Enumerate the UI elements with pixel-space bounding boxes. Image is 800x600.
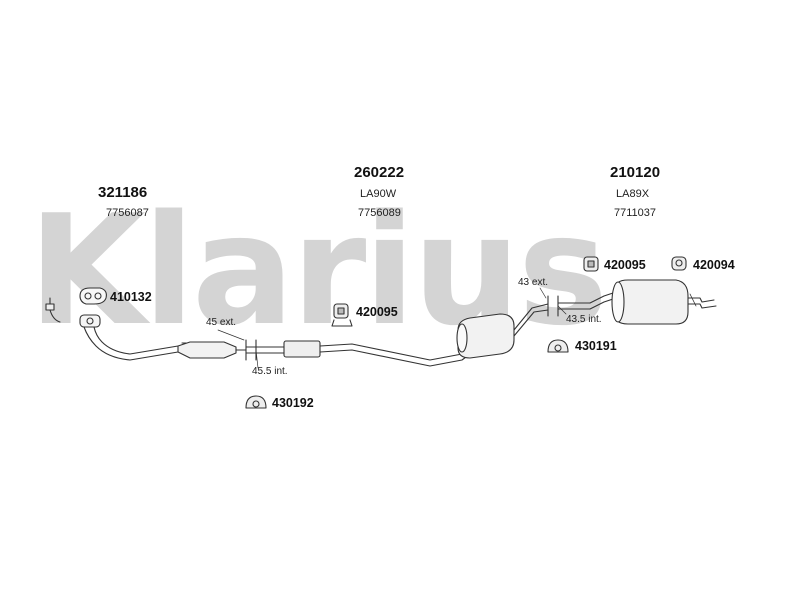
label-430192: 430192 (272, 396, 314, 410)
hanger-430192-icon (245, 395, 267, 409)
dimension-front-ext: 45 ext. (206, 317, 237, 328)
middle-pipe-260222 (283, 340, 471, 367)
reference-7756087: 7756087 (106, 207, 149, 219)
label-420094: 420094 (693, 258, 735, 272)
part-number-260222: 260222 (354, 164, 405, 181)
type-code-la89x: LA89X (616, 188, 650, 200)
clamp-420095-rear-icon (583, 256, 599, 272)
lambda-sensor-icon (45, 297, 61, 323)
dimension-rear-int: 43.5 int. (566, 314, 602, 325)
clamp-420095-mid-icon (331, 303, 353, 327)
label-410132: 410132 (110, 290, 152, 304)
gasket-410132-icon (79, 287, 107, 305)
dimension-front-int: 45.5 int. (252, 366, 288, 377)
catalytic-converter-icon (177, 341, 247, 359)
type-code-la90w: LA90W (360, 188, 397, 200)
middle-silencer-icon (456, 303, 549, 359)
dimension-rear-ext: 43 ext. (518, 277, 549, 288)
reference-7711037: 7711037 (614, 207, 657, 219)
front-flange-icon (79, 314, 101, 328)
part-number-210120: 210120 (610, 164, 661, 181)
bracket-420094-icon (671, 256, 687, 271)
hanger-430191-icon (547, 339, 569, 353)
label-420095-rear: 420095 (604, 258, 646, 272)
rear-silencer-210120 (589, 279, 717, 325)
part-number-321186: 321186 (98, 184, 148, 201)
front-pipe-321186 (83, 326, 179, 361)
rear-joint-icon (539, 287, 591, 317)
label-420095-mid: 420095 (356, 305, 398, 319)
reference-7756089: 7756089 (358, 207, 401, 219)
label-430191: 430191 (575, 339, 617, 353)
